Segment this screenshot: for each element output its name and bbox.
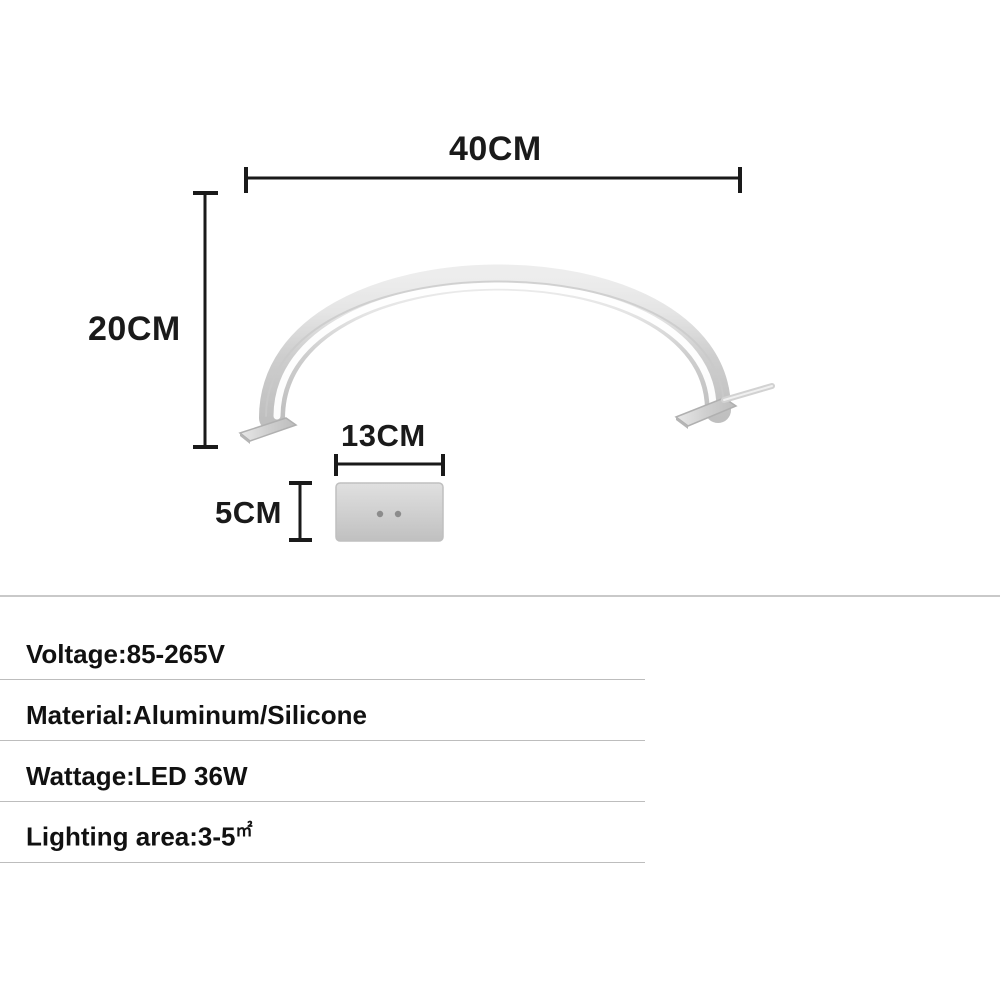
spec-lighting-area-text: Lighting area:3-5㎡ — [26, 816, 252, 853]
product-dimension-diagram: 40CM 20CM 13CM 5CM — [88, 130, 775, 542]
left-base-plate — [238, 417, 298, 444]
right-base-plate — [674, 397, 738, 429]
power-cable — [721, 383, 775, 403]
dimension-5cm — [289, 481, 312, 542]
dimension-label-13cm: 13CM — [341, 418, 426, 453]
spec-rule — [0, 679, 645, 680]
spec-rule — [0, 801, 645, 802]
spec-lighting-area-unit: ㎡ — [235, 821, 253, 841]
spec-lighting-area-value: Lighting area:3-5 — [26, 822, 236, 852]
specifications-list: Voltage:85-265V Material:Aluminum/Silico… — [0, 597, 1000, 863]
spec-rule — [0, 862, 645, 863]
arch-lamp-body — [259, 264, 731, 431]
spec-row-lighting-area: Lighting area:3-5㎡ — [0, 802, 1000, 863]
dimension-label-5cm: 5CM — [215, 495, 282, 530]
dimension-13cm — [334, 454, 445, 476]
spec-material-text: Material:Aluminum/Silicone — [26, 700, 367, 730]
dimension-20cm — [193, 191, 218, 449]
spec-section-divider — [0, 595, 1000, 597]
spec-wattage-text: Wattage:LED 36W — [26, 761, 248, 791]
spec-voltage-text: Voltage:85-265V — [26, 639, 225, 669]
spec-rule — [0, 740, 645, 741]
spec-row-material: Material:Aluminum/Silicone — [0, 680, 1000, 741]
spec-row-voltage: Voltage:85-265V — [0, 597, 1000, 680]
dimension-label-20cm: 20CM — [88, 310, 181, 348]
controller-box — [335, 482, 444, 542]
dimension-label-40cm: 40CM — [449, 130, 542, 168]
spec-row-wattage: Wattage:LED 36W — [0, 741, 1000, 802]
dimension-diagram-svg — [193, 167, 775, 542]
dimension-40cm — [244, 167, 742, 193]
